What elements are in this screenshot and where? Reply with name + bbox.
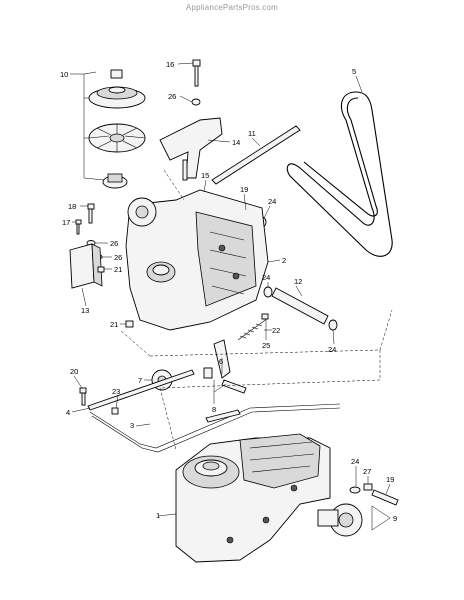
callout-26-top[interactable]: 26 <box>168 92 176 101</box>
part-25-nut[interactable] <box>261 313 269 320</box>
part-10-pulley-fan-assembly[interactable] <box>88 69 146 189</box>
part-1-transaxle-lower[interactable] <box>175 433 331 563</box>
part-24-washer-mid[interactable] <box>263 286 273 298</box>
callout-labels: 1 2 3 4 5 6 7 8 9 10 11 12 13 14 15 16 1… <box>60 60 397 523</box>
part-24-washer-lower-right[interactable] <box>349 486 361 494</box>
part-27-spacer[interactable] <box>363 483 373 491</box>
callout-26-lower[interactable]: 26 <box>114 253 122 262</box>
callout-5[interactable]: 5 <box>352 67 356 76</box>
callout-21-upper[interactable]: 21 <box>114 265 122 274</box>
callout-24-mid[interactable]: 24 <box>262 273 270 282</box>
callout-24-right[interactable]: 24 <box>328 345 336 354</box>
part-24-washer-right[interactable] <box>328 319 338 331</box>
part-23-clip[interactable] <box>111 407 119 415</box>
callout-24-upper[interactable]: 24 <box>268 197 276 206</box>
callout-leader-lines <box>70 62 391 531</box>
callout-20[interactable]: 20 <box>70 367 78 376</box>
callout-12[interactable]: 12 <box>294 277 302 286</box>
part-21-nut-upper[interactable] <box>97 266 105 273</box>
callout-15[interactable]: 15 <box>201 171 209 180</box>
callout-26-mid[interactable]: 26 <box>110 239 118 248</box>
part-19-pin-lower[interactable] <box>371 489 399 506</box>
callout-23[interactable]: 23 <box>112 387 120 396</box>
watermark-text: AppliancePartsPros.com <box>186 3 278 12</box>
part-13-mounting-block[interactable] <box>69 243 103 289</box>
callout-27[interactable]: 27 <box>363 467 371 476</box>
callout-24-lower[interactable]: 24 <box>351 457 359 466</box>
callout-10[interactable]: 10 <box>60 70 68 79</box>
part-22-spring[interactable] <box>237 317 269 341</box>
part-17-bolt[interactable] <box>75 219 82 235</box>
part-14-bracket[interactable] <box>159 117 223 181</box>
callout-19-lower[interactable]: 19 <box>386 475 394 484</box>
part-16-bolt[interactable] <box>192 59 201 87</box>
callout-2[interactable]: 2 <box>282 256 286 265</box>
part-5-drive-belt[interactable] <box>286 91 393 257</box>
callout-18[interactable]: 18 <box>68 202 76 211</box>
callout-13[interactable]: 13 <box>81 306 89 315</box>
part-9-axle-hub[interactable] <box>317 503 363 537</box>
callout-8[interactable]: 8 <box>212 405 216 414</box>
callout-16[interactable]: 16 <box>166 60 174 69</box>
part-26-washer-top[interactable] <box>191 98 201 106</box>
callout-25[interactable]: 25 <box>262 341 270 350</box>
callout-9[interactable]: 9 <box>393 514 397 523</box>
part-20-bolt[interactable] <box>79 387 87 406</box>
callout-19-upper[interactable]: 19 <box>240 185 248 194</box>
callout-6[interactable]: 6 <box>219 357 223 366</box>
part-18-bolt[interactable] <box>87 203 95 224</box>
assembly-guide-lines <box>119 169 393 451</box>
callout-1[interactable]: 1 <box>156 511 160 520</box>
callout-7[interactable]: 7 <box>138 376 142 385</box>
callout-14[interactable]: 14 <box>232 138 240 147</box>
part-12-rod[interactable] <box>271 287 329 325</box>
part-2-transaxle-upper[interactable] <box>125 189 269 331</box>
callout-17[interactable]: 17 <box>62 218 70 227</box>
part-21-nut-lower[interactable] <box>125 320 134 328</box>
callout-11[interactable]: 11 <box>248 129 256 138</box>
part-4-link-rod[interactable] <box>87 369 195 411</box>
callout-21-lower[interactable]: 21 <box>110 320 118 329</box>
callout-4[interactable]: 4 <box>66 408 70 417</box>
callout-22[interactable]: 22 <box>272 326 280 335</box>
part-3-long-rod[interactable] <box>89 403 341 453</box>
part-11-rod[interactable] <box>211 125 301 185</box>
callout-3[interactable]: 3 <box>130 421 134 430</box>
